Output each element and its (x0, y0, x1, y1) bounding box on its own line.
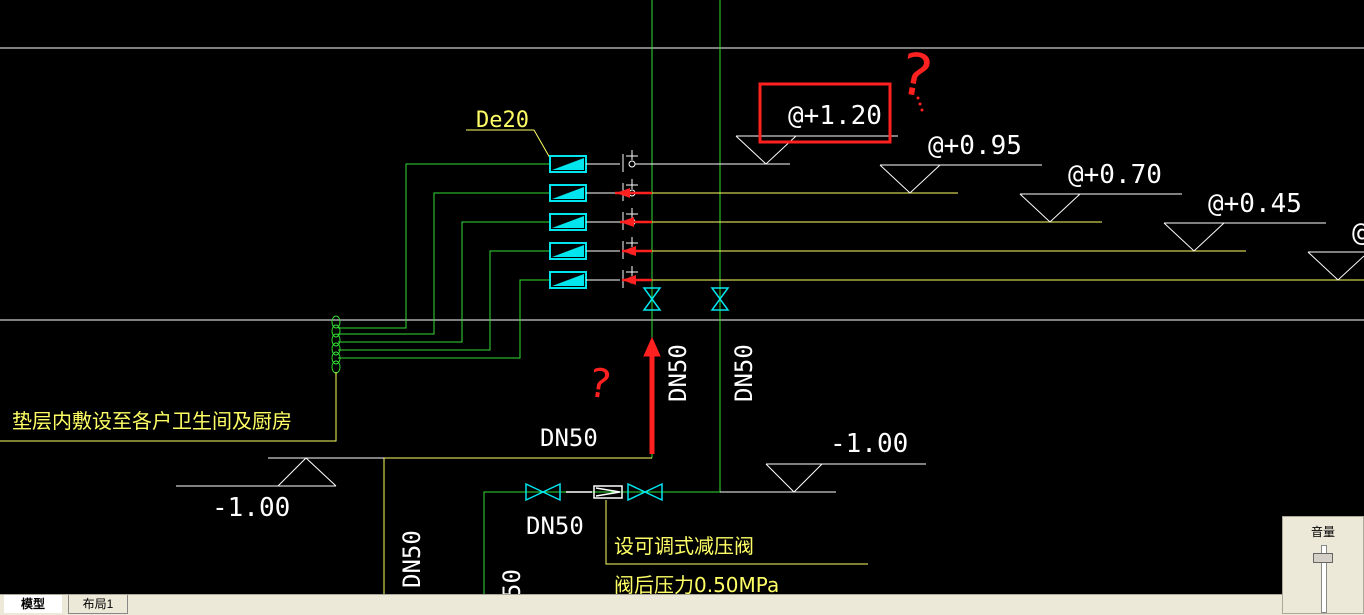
elevation-label-4: @+0.45 (1208, 189, 1302, 219)
valve-assembly (525, 482, 663, 502)
level-label: -1.00 (212, 493, 290, 523)
leader-line (533, 129, 551, 159)
level-marker-right (720, 463, 926, 493)
level-marker-left (176, 457, 384, 487)
question-mark: ? (895, 39, 937, 111)
dn-label: DN50 (540, 424, 598, 452)
riser-valves (642, 287, 730, 311)
pipe-spec-label: De20 (476, 108, 529, 133)
dn-label-partial: 50 (498, 569, 526, 598)
valve-note-2: 阀后压力0.50MPa (614, 573, 779, 597)
layout-tab-bar: 模型 布局1 (0, 594, 1364, 615)
elevation-label-2: @+0.95 (928, 131, 1022, 161)
valve-note-frame (605, 500, 868, 565)
volume-label: 音量 (1310, 525, 1335, 539)
ellipsis-dots (916, 96, 924, 112)
elevation-label-1: @+1.20 (788, 101, 882, 131)
dn-label: DN50 (526, 512, 584, 540)
tab-model[interactable]: 模型 (4, 595, 62, 613)
elevation-label-3: @+0.70 (1068, 160, 1162, 190)
question-mark: ? (586, 360, 613, 409)
tab-layout1[interactable]: 布局1 (68, 595, 128, 614)
note-frame (0, 372, 337, 442)
water-meters (549, 150, 1364, 289)
red-arrows (615, 188, 661, 454)
volume-slider-thumb[interactable] (1313, 553, 1333, 564)
dn-label: DN50 (398, 530, 426, 588)
dn-label: DN50 (664, 344, 692, 402)
elevation-markers (735, 135, 1364, 281)
volume-slider-track[interactable] (1321, 545, 1327, 613)
valve-note: 设可调式减压阀 (614, 534, 754, 558)
highlight-box (758, 82, 892, 144)
level-label: -1.00 (830, 429, 908, 459)
dn-label: DN50 (730, 344, 758, 402)
elevation-label-5: @ (1352, 218, 1364, 248)
branch-pipes (338, 163, 550, 359)
note-text: 垫层内敷设至各户卫生间及厨房 (12, 409, 292, 433)
pipe-bundle-coil (331, 315, 341, 374)
valve-assembly-pipe (483, 491, 720, 594)
volume-control: 音量 (1282, 516, 1364, 614)
